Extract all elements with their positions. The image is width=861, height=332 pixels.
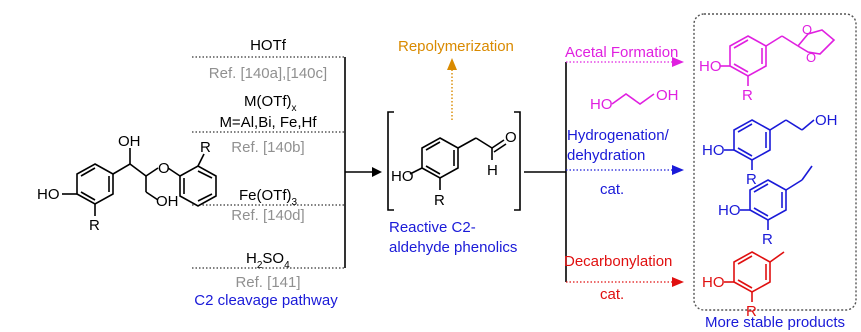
acetal-product-r: R	[742, 87, 753, 104]
dimer-ether-o: O	[158, 160, 170, 177]
ethylphenol-product-r: R	[762, 231, 773, 248]
aldehyde-intermediate	[387, 111, 521, 211]
ref-141: Ref. [141]	[235, 274, 300, 291]
hydrogenation-route	[566, 165, 684, 175]
methylphenol-product-ho: HO	[702, 274, 725, 291]
starting-lignin-dimer	[62, 148, 217, 216]
ref-140b: Ref. [140b]	[231, 139, 304, 156]
glycol-oh: OH	[656, 87, 679, 104]
ethanol-product	[724, 119, 815, 170]
aldehyde-h: H	[487, 162, 498, 179]
dimer-r-ring-a: R	[89, 217, 100, 234]
intermediate-label-line1: Reactive C2-	[389, 219, 476, 236]
dimer-ho: HO	[37, 186, 60, 203]
dimer-r-ring-b: R	[200, 139, 211, 156]
ethanol-product-oh: OH	[815, 112, 838, 129]
intermediate-label-line2: aldehyde phenolics	[389, 239, 517, 256]
hydrogenation-label-line2: dehydration	[567, 147, 645, 164]
ethanol-product-r: R	[746, 171, 757, 188]
catalyst-hotf: HOTf	[250, 37, 287, 54]
methylphenol-product-r: R	[746, 303, 757, 320]
methylphenol-product	[724, 251, 785, 302]
repolymerization-label: Repolymerization	[398, 38, 514, 55]
catalyst-conditions: HOTf Ref. [140a],[140c] M(OTf)x M=Al,Bi,…	[192, 37, 382, 309]
acetal-route	[566, 57, 684, 67]
products-box	[693, 13, 857, 311]
aldehyde-ho: HO	[391, 168, 414, 185]
acetal-product-ho: HO	[699, 58, 722, 75]
acetal-product-o2: O	[806, 50, 816, 65]
pathway-label: C2 cleavage pathway	[194, 292, 338, 309]
catalyst-metals: M=Al,Bi, Fe,Hf	[219, 114, 317, 131]
aldehyde-r: R	[434, 192, 445, 209]
glycol-ho: HO	[590, 96, 613, 113]
hydrogenation-label-line1: Hydrogenation/	[567, 127, 670, 144]
ethylphenol-product	[740, 165, 813, 230]
dimer-oh-bottom: OH	[156, 193, 179, 210]
catalyst-m-otf-x: M(OTf)x	[244, 93, 296, 114]
products-label: More stable products	[705, 314, 845, 331]
repolymerization-arrow	[447, 58, 457, 120]
hydrogenation-cat: cat.	[600, 181, 624, 198]
decarbonylation-label: Decarbonylation	[564, 253, 672, 270]
ethylphenol-product-ho: HO	[718, 202, 741, 219]
aldehyde-o: O	[505, 129, 517, 146]
decarbonylation-cat: cat.	[600, 286, 624, 303]
acetal-product-o1: O	[802, 22, 812, 37]
ref-140a-140c: Ref. [140a],[140c]	[209, 65, 327, 82]
decarbonylation-route	[566, 277, 684, 287]
ethylene-glycol: HO OH	[590, 87, 679, 113]
acetal-product	[720, 29, 836, 86]
catalyst-fe-otf-3: Fe(OTf)3	[239, 187, 298, 208]
dimer-oh-top: OH	[118, 133, 141, 150]
route-branch	[524, 62, 567, 282]
catalyst-h2so4: H2SO4	[246, 250, 290, 271]
ref-140d: Ref. [140d]	[231, 207, 304, 224]
ethanol-product-ho: HO	[702, 142, 725, 159]
acetal-label: Acetal Formation	[565, 44, 678, 61]
